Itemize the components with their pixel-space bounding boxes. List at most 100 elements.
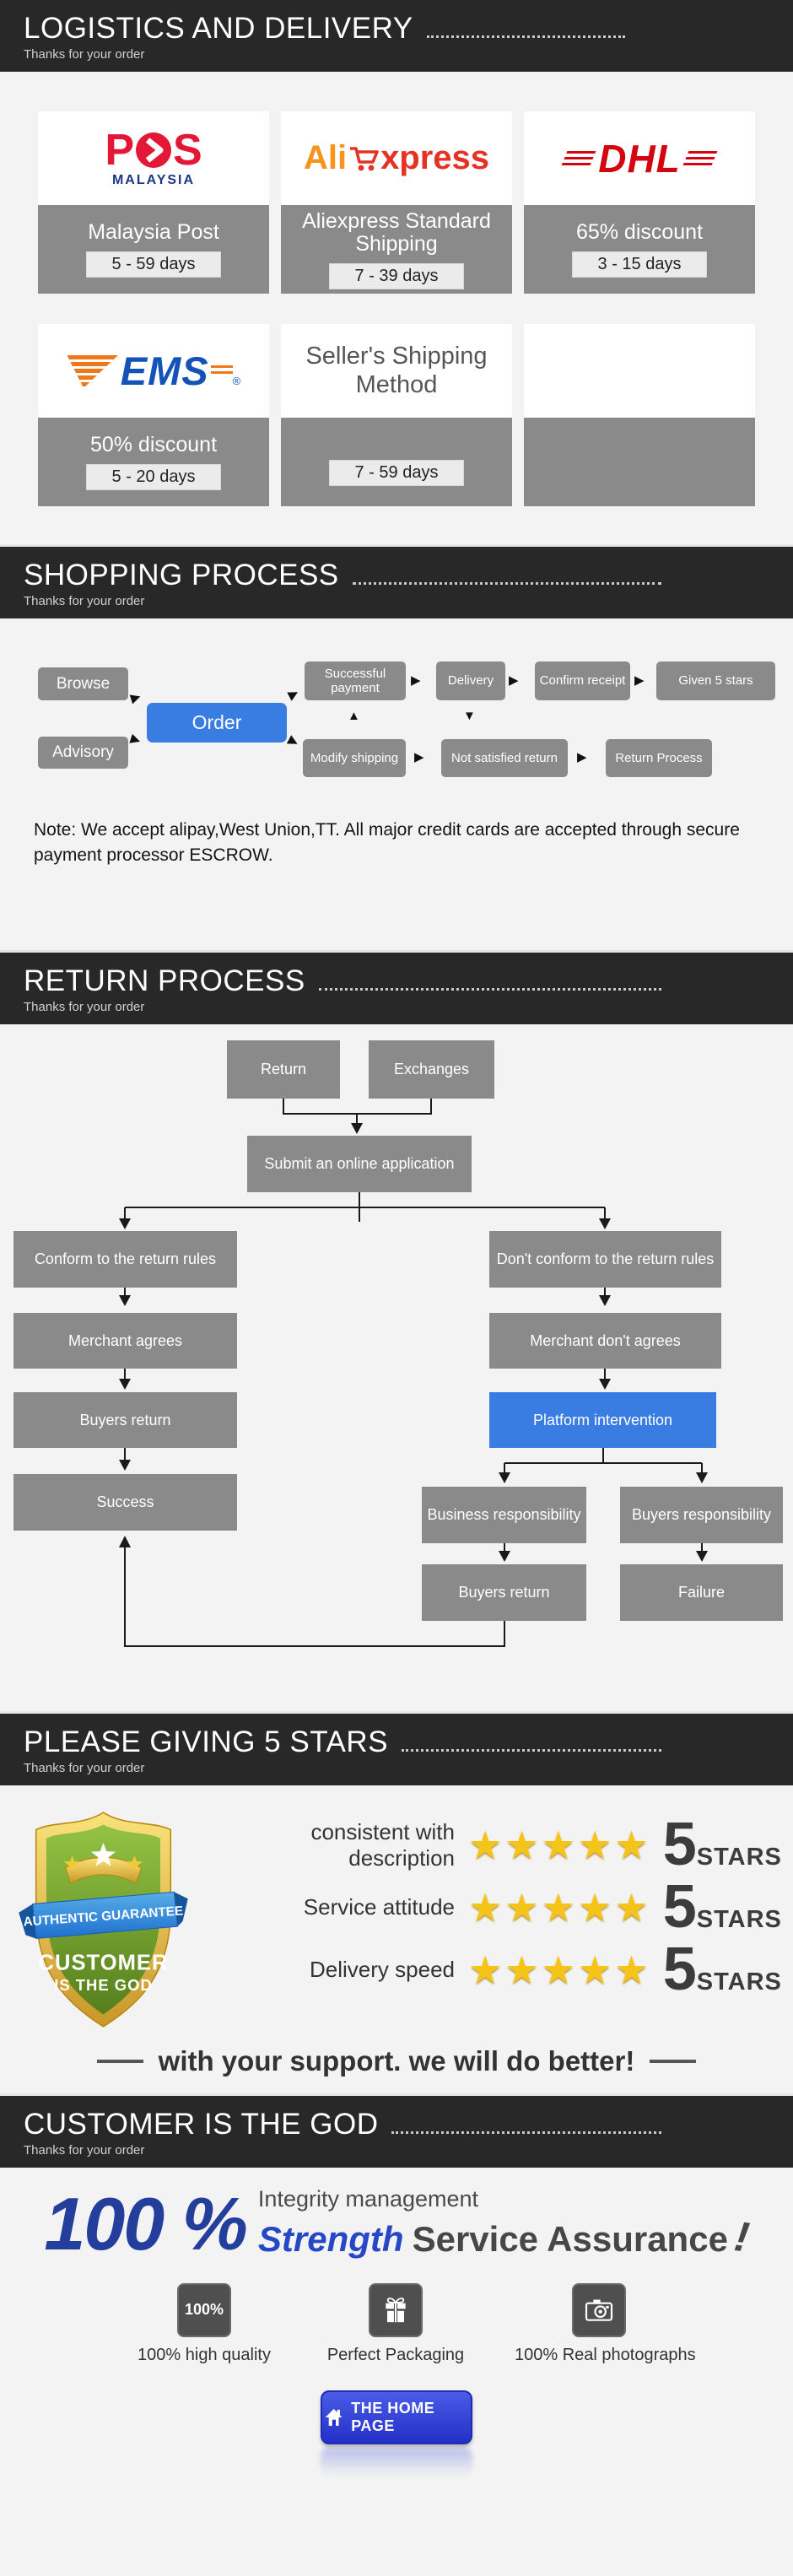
assurance-text: Service Assurance <box>412 2218 728 2259</box>
discount-label: 65% discount <box>575 220 704 245</box>
arrow-icon: ▶ <box>577 750 587 764</box>
flow-node-delivery: Delivery <box>436 662 505 700</box>
integrity-text: Integrity management <box>257 2185 479 2211</box>
score-suffix: STARS <box>696 1905 782 1933</box>
registered-mark: ® <box>232 375 241 387</box>
home-page-button[interactable]: THE HOME PAGE <box>321 2390 472 2444</box>
return-node-exchanges: Exchanges <box>369 1040 494 1099</box>
flow-node-order: Order <box>147 703 287 743</box>
rating-label: consistent with description <box>310 1818 455 1871</box>
dhl-text: DHL <box>598 136 681 181</box>
page-title: LOGISTICS AND DELIVERY <box>24 12 413 45</box>
shipping-card-aliexpress: Ali xpress Aliexpress Standard Shipping … <box>281 111 512 294</box>
shield-god-text: IS THE GOD <box>54 1976 153 1994</box>
gift-icon <box>369 2282 423 2337</box>
return-node-failure: Failure <box>620 1563 783 1621</box>
empty-info-cell <box>524 418 755 506</box>
flow-node-not-satisfied-return: Not satisfied return <box>441 739 568 777</box>
arrow-icon: ▶ <box>414 750 424 764</box>
score-number: 5 <box>662 1810 697 1878</box>
delivery-days-pill: 5 - 20 days <box>86 463 221 490</box>
dotted-rule <box>352 582 661 585</box>
score-suffix: STARS <box>696 1843 782 1871</box>
dhl-stripes-right-icon <box>682 151 718 165</box>
arrow-icon: ▶ <box>128 689 143 706</box>
seller-method-text: Seller's Shipping Method <box>305 343 488 398</box>
seller-info-cell: 7 - 59 days <box>281 418 512 506</box>
guarantee-label: 100% high quality <box>138 2345 271 2364</box>
return-node-platform-intervention: Platform intervention <box>489 1391 716 1448</box>
delivery-days-pill: 3 - 15 days <box>572 251 707 278</box>
spacer <box>0 889 793 950</box>
return-node-buyers-responsibility: Buyers responsibility <box>620 1486 783 1543</box>
return-node-business-responsibility: Business responsibility <box>422 1486 586 1543</box>
badge-100-icon: 100% <box>177 2282 231 2337</box>
rating-row-service: Service attitude ★★★★★ 5 STARS <box>207 1877 793 1939</box>
flow-node-confirm-receipt: Confirm receipt <box>535 662 630 700</box>
pos-letter-s: S <box>173 126 202 175</box>
pos-malaysia-text: MALAYSIA <box>111 173 196 187</box>
section-subtitle: Thanks for your order <box>24 1760 145 1775</box>
home-icon <box>325 2408 343 2426</box>
arrow-icon: ▶ <box>128 731 143 748</box>
guarantee-item-quality: 100% 100% high quality <box>120 2282 289 2365</box>
exclamation-text: ! <box>731 2211 753 2261</box>
section-subtitle: Thanks for your order <box>24 47 145 62</box>
return-node-merchant-dont-agrees: Merchant don't agrees <box>489 1312 721 1369</box>
shopping-cart-icon <box>350 146 379 170</box>
section-subtitle: Thanks for your order <box>24 999 145 1014</box>
arrow-icon: ▶ <box>411 673 421 688</box>
guarantee-label: 100% Real photographs <box>515 2345 696 2364</box>
empty-logo-cell <box>524 324 755 418</box>
rating-row-delivery: Delivery speed ★★★★★ 5 STARS <box>207 1939 793 2001</box>
hundred-percent-text: 100 % <box>44 2181 248 2265</box>
ems-logo: EMS ® <box>38 324 269 418</box>
shipping-methods-section: P S MALAYSIA Malaysia Post 5 - 59 days <box>0 72 793 544</box>
seller-method-cell: Seller's Shipping Method <box>281 324 512 418</box>
shipping-card-seller-method: Seller's Shipping Method 7 - 59 days <box>281 324 512 506</box>
spacer <box>0 1674 793 1711</box>
return-node-merchant-agrees: Merchant agrees <box>13 1312 237 1369</box>
strength-text: Strength <box>257 2218 404 2259</box>
section-subtitle: Thanks for your order <box>24 2142 145 2157</box>
section-title: SHOPPING PROCESS <box>24 559 339 591</box>
delivery-days-pill: 7 - 39 days <box>329 262 464 289</box>
guarantee-item-packaging: Perfect Packaging <box>311 2282 480 2365</box>
pos-arrow-icon <box>136 132 171 168</box>
return-node-buyers-return-right: Buyers return <box>422 1563 586 1621</box>
shipping-card-empty <box>524 324 755 506</box>
arrow-icon: ▶ <box>634 673 645 688</box>
customer-section-header: CUSTOMER IS THE GOD Thanks for your orde… <box>0 2093 793 2168</box>
dash-rule <box>650 2059 697 2063</box>
shipping-table: P S MALAYSIA Malaysia Post 5 - 59 days <box>38 111 755 506</box>
arrow-down-icon: ▼ <box>463 709 476 723</box>
shield-customer-text: CUSTOMER <box>38 1951 168 1974</box>
shipping-card-pos: P S MALAYSIA Malaysia Post 5 - 59 days <box>38 111 269 294</box>
ems-info-cell: 50% discount 5 - 20 days <box>38 418 269 506</box>
section-title: CUSTOMER IS THE GOD <box>24 2107 379 2141</box>
pos-letter-p: P <box>105 126 134 175</box>
flow-connectors <box>119 1098 708 1647</box>
dhl-logo: DHL <box>524 111 755 205</box>
shopping-flowchart: Browse Advisory Order Successful payment… <box>0 618 793 804</box>
support-slogan: with your support. we will do better! <box>0 2045 793 2077</box>
return-node-success: Success <box>13 1473 237 1531</box>
rating-label: Delivery speed <box>310 1957 455 1983</box>
score-number: 5 <box>662 1872 697 1941</box>
discount-label: 50% discount <box>89 433 218 457</box>
ems-stripes-right-icon <box>210 365 233 377</box>
ems-wing-icon <box>66 354 119 386</box>
return-node-conform-rules: Conform to the return rules <box>13 1230 237 1288</box>
logistics-section-header: LOGISTICS AND DELIVERY Thanks for your o… <box>0 0 793 72</box>
dhl-info-cell: 65% discount 3 - 15 days <box>524 205 755 294</box>
section-subtitle: Thanks for your order <box>24 594 145 608</box>
flow-node-modify-shipping: Modify shipping <box>303 739 406 777</box>
guarantee-item-photos: 100% Real photographs <box>515 2282 696 2365</box>
stars-section-header: PLEASE GIVING 5 STARS Thanks for your or… <box>0 1710 793 1785</box>
return-node-submit-application: Submit an online application <box>247 1135 472 1192</box>
guarantee-section: 100 % Integrity management Strength Serv… <box>0 2168 793 2495</box>
camera-icon <box>572 2282 626 2337</box>
dotted-rule <box>426 35 625 38</box>
flow-node-given-5-stars: Given 5 stars <box>656 662 775 700</box>
aliexpress-info-cell: Aliexpress Standard Shipping 7 - 39 days <box>281 205 512 294</box>
